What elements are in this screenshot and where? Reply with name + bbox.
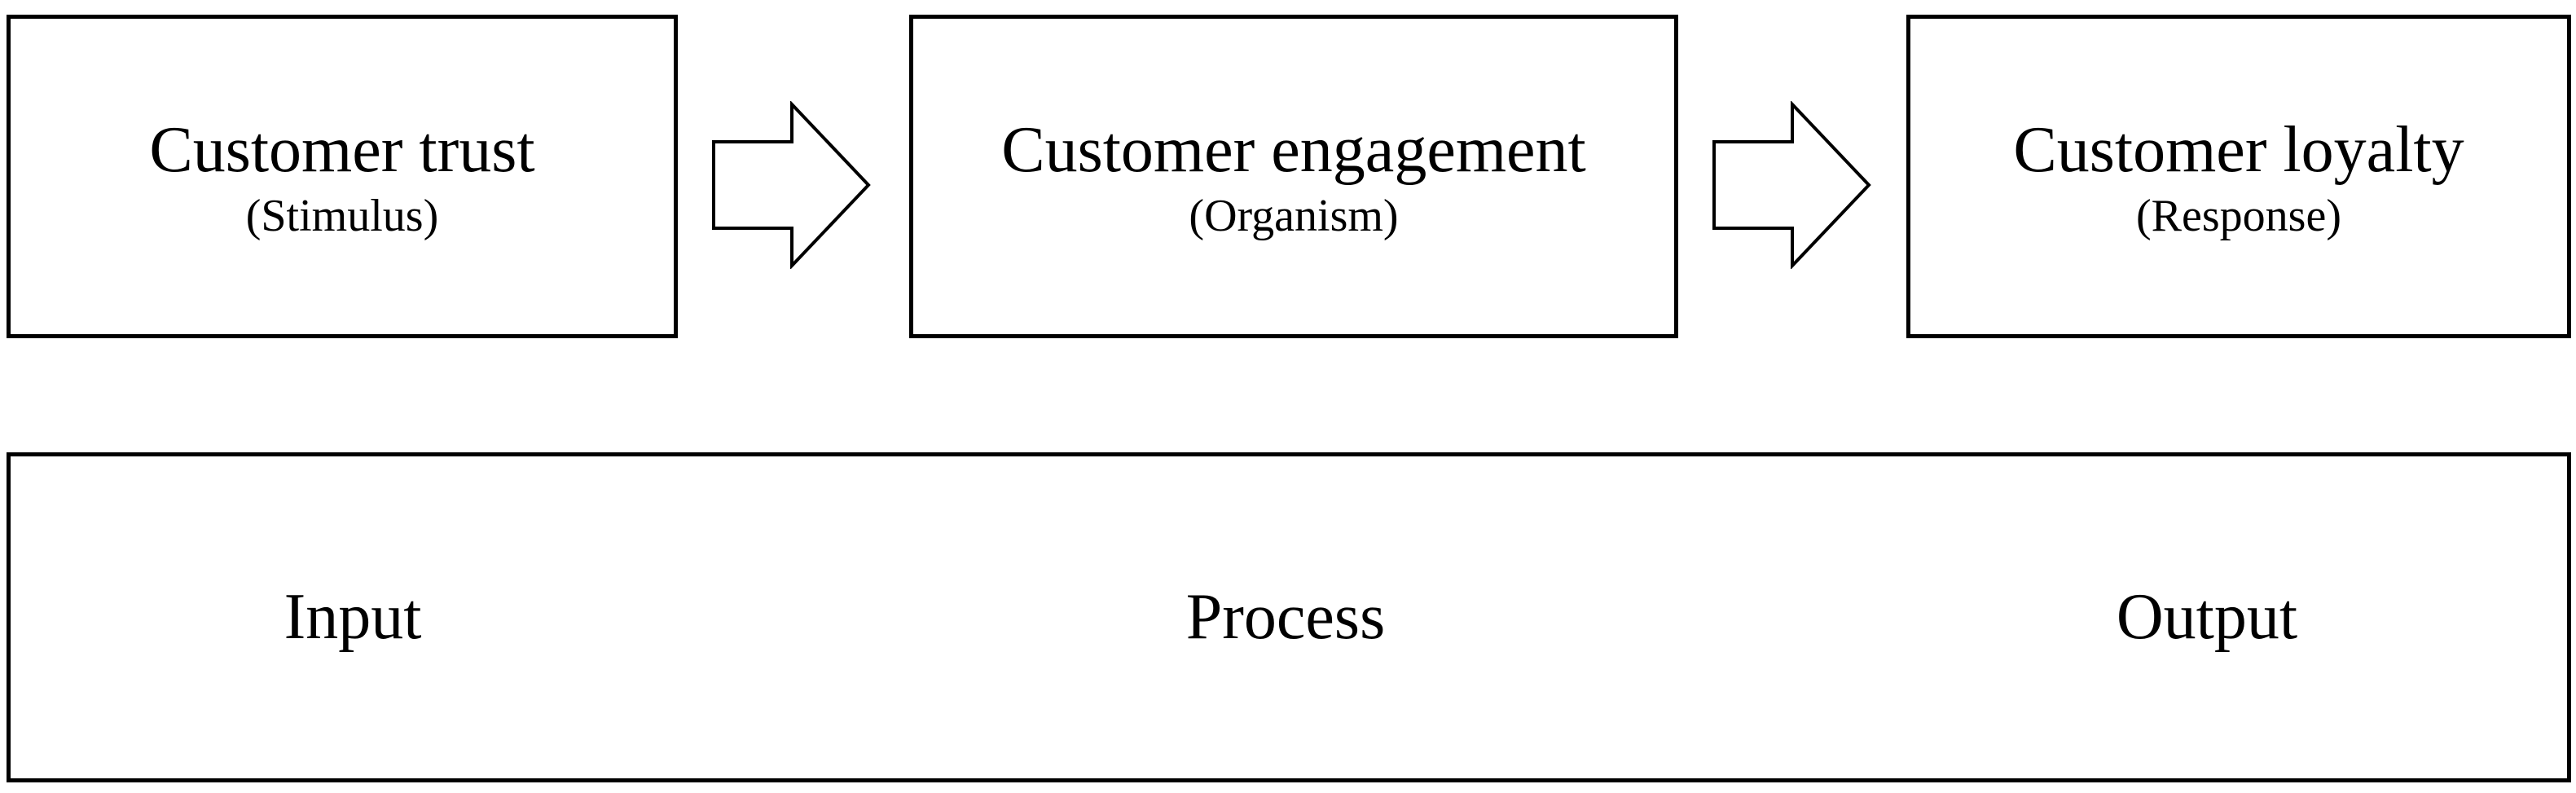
right-arrow-icon [1712,101,1871,269]
organism-subtitle: (Organism) [1189,190,1399,241]
input-label: Input [284,581,422,653]
stimulus-subtitle: (Stimulus) [245,190,439,241]
output-label: Output [2116,581,2298,653]
response-title: Customer loyalty [2013,113,2464,186]
response-box: Customer loyalty (Response) [1906,15,2571,338]
right-arrow-icon [712,101,871,269]
organism-title: Customer engagement [1001,113,1586,186]
response-subtitle: (Response) [2136,190,2341,241]
phases-box: Input Process Output [7,452,2571,782]
organism-box: Customer engagement (Organism) [909,15,1678,338]
stimulus-box: Customer trust (Stimulus) [7,15,678,338]
process-label: Process [1185,581,1386,653]
stimulus-title: Customer trust [149,113,535,186]
